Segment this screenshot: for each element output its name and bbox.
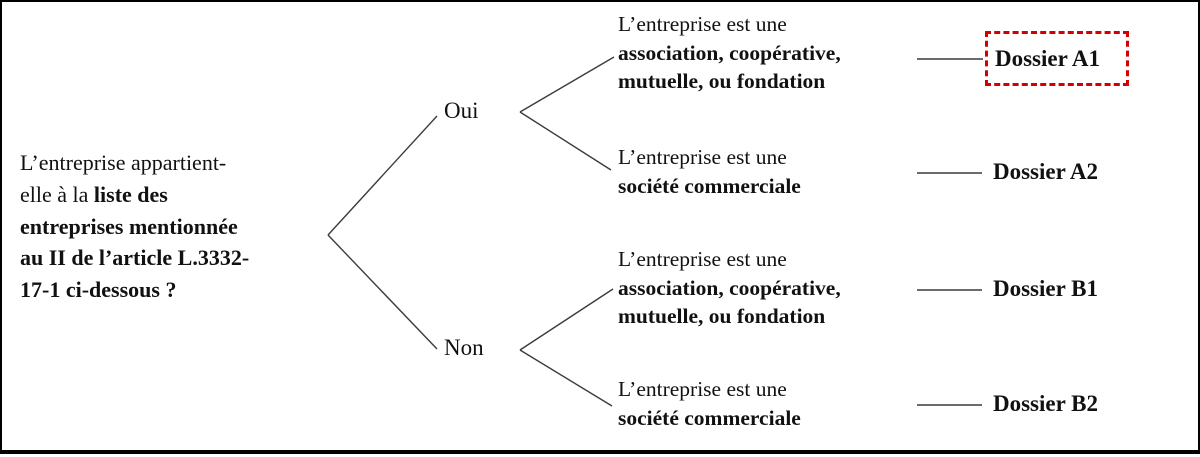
question-line-4: au II de l’article L.3332- bbox=[20, 245, 250, 271]
question-line-1: L’entreprise appartient- bbox=[20, 150, 227, 175]
outcome-1-type-line-2: mutuelle, ou fondation bbox=[618, 69, 826, 93]
outcome-2-intro: L’entreprise est une bbox=[618, 145, 787, 169]
outcome-4-type-line-1: société commerciale bbox=[618, 405, 801, 430]
question-line-2: elle à la liste des bbox=[20, 179, 330, 211]
dossier-b2-label: Dossier B2 bbox=[993, 391, 1098, 416]
outcome-2-type-line-1: société commerciale bbox=[618, 173, 801, 198]
branch-yes-label: Oui bbox=[444, 98, 479, 123]
outcome-3-type-line-2: mutuelle, ou fondation bbox=[618, 304, 826, 328]
outcome-text-4: L’entreprise est une société commerciale bbox=[618, 375, 933, 432]
outcome-3-type-line-1: association, coopérative, bbox=[618, 275, 841, 300]
root-question: L’entreprise appartient- elle à la liste… bbox=[20, 147, 330, 306]
dossier-a1-highlight-box: Dossier A1 bbox=[985, 31, 1129, 86]
question-line-2-bold: liste des bbox=[93, 181, 168, 207]
outcome-3-intro: L’entreprise est une bbox=[618, 247, 787, 271]
dossier-b1-label: Dossier B1 bbox=[993, 276, 1098, 301]
dossier-a2-label: Dossier A2 bbox=[993, 159, 1098, 184]
outcome-1-type-line-1: association, coopérative, bbox=[618, 40, 841, 65]
outcome-text-3: L’entreprise est une association, coopér… bbox=[618, 245, 933, 331]
outcome-text-2: L’entreprise est une société commerciale bbox=[618, 143, 933, 200]
outcome-text-1: L’entreprise est une association, coopér… bbox=[618, 10, 933, 96]
question-line-2-regular: elle à la bbox=[20, 181, 94, 207]
outcome-4-intro: L’entreprise est une bbox=[618, 377, 787, 401]
outcome-1-intro: L’entreprise est une bbox=[618, 12, 787, 36]
branch-no-label: Non bbox=[444, 335, 484, 360]
dossier-a1-label: Dossier A1 bbox=[995, 45, 1100, 71]
question-line-3: entreprises mentionnée bbox=[20, 213, 238, 239]
question-line-5: 17-1 ci-dessous ? bbox=[20, 277, 177, 303]
